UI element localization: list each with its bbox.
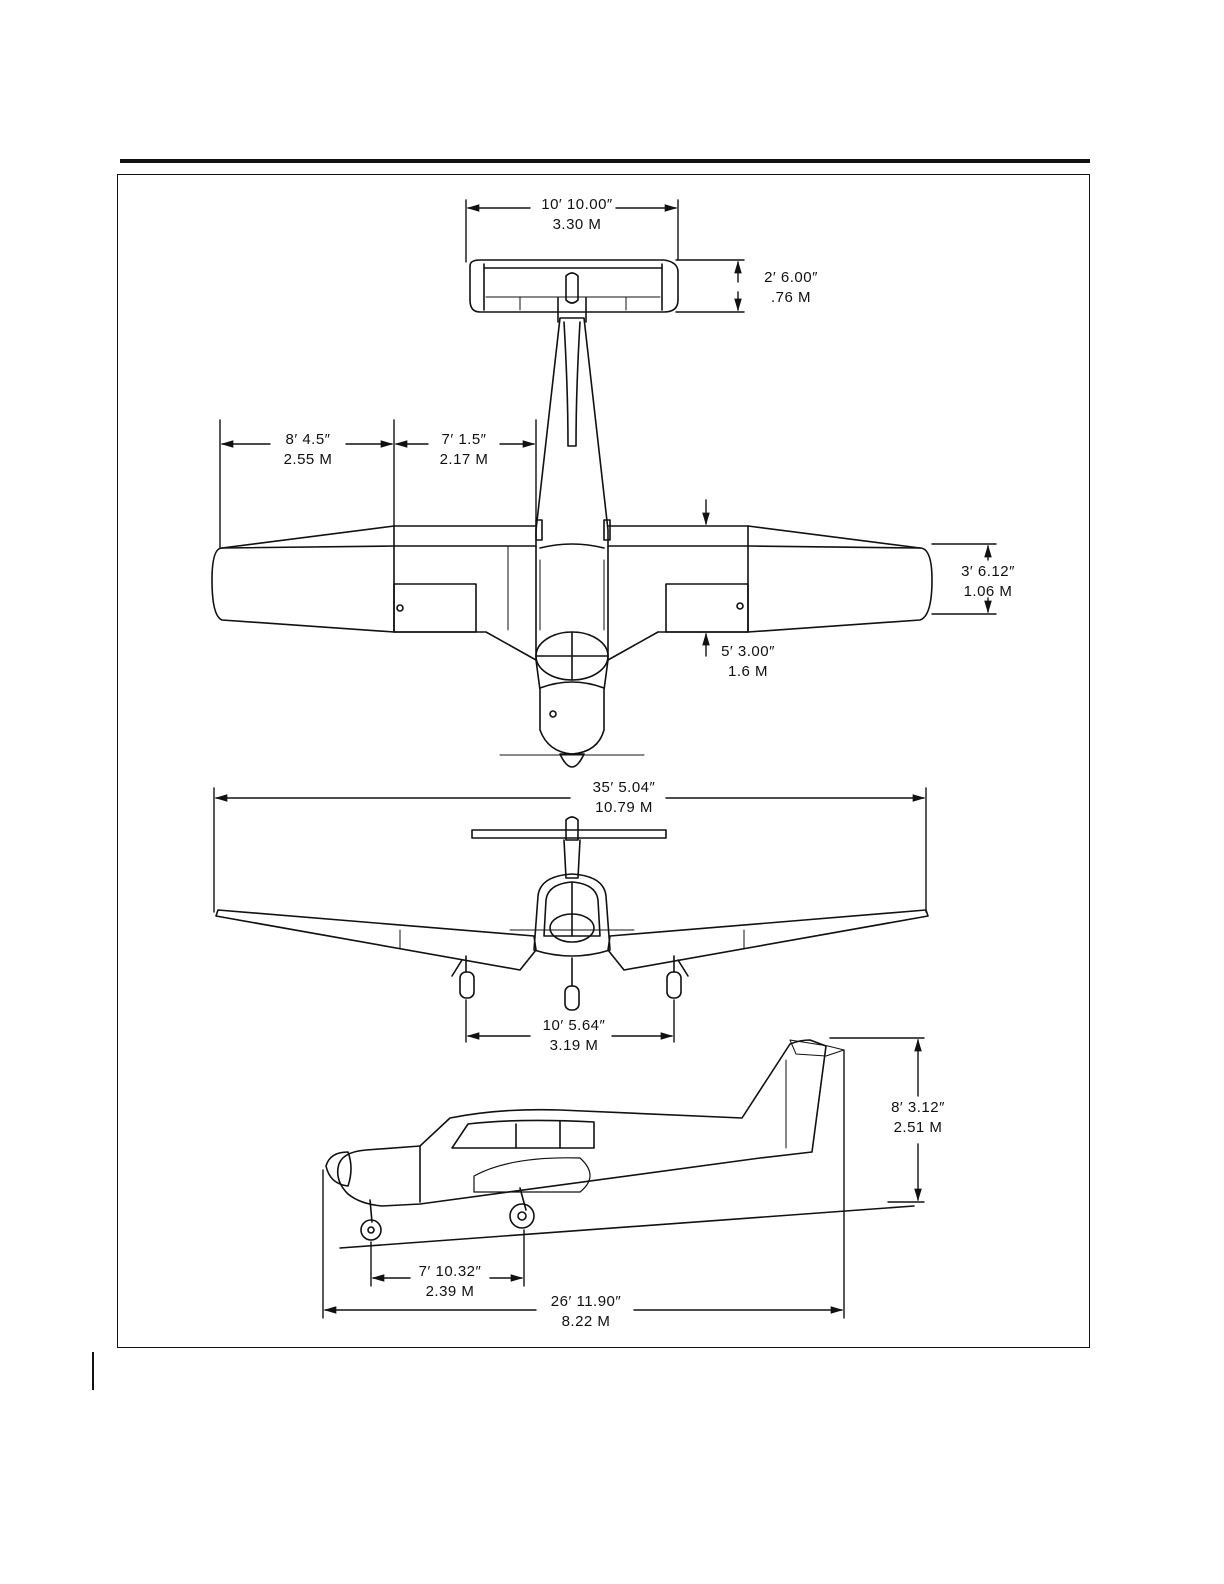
dim-metric: 2.55 M bbox=[262, 450, 354, 470]
dim-imperial: 35′ 5.04″ bbox=[568, 778, 680, 798]
dim-label-wheel-track: 10′ 5.64″ 3.19 M bbox=[526, 1016, 622, 1056]
dim-label-length: 26′ 11.90″ 8.22 M bbox=[534, 1292, 638, 1332]
dim-metric: 2.39 M bbox=[402, 1282, 498, 1302]
dim-label-wheelbase: 7′ 10.32″ 2.39 M bbox=[402, 1262, 498, 1302]
dim-metric: 3.19 M bbox=[526, 1036, 622, 1056]
front-view bbox=[216, 817, 928, 1010]
top-view-right-wing bbox=[608, 526, 932, 660]
dim-imperial: 10′ 10.00″ bbox=[522, 195, 632, 215]
dim-metric: 3.30 M bbox=[522, 215, 632, 235]
dim-metric: 1.6 M bbox=[706, 662, 790, 682]
side-view bbox=[326, 1040, 914, 1248]
dim-metric: 1.06 M bbox=[944, 582, 1032, 602]
dim-label-height: 8′ 3.12″ 2.51 M bbox=[874, 1098, 962, 1138]
dim-imperial: 5′ 3.00″ bbox=[706, 642, 790, 662]
dim-metric: .76 M bbox=[746, 288, 836, 308]
dimension-lines bbox=[214, 200, 996, 1318]
dim-label-wingspan: 35′ 5.04″ 10.79 M bbox=[568, 778, 680, 818]
top-view bbox=[212, 260, 932, 767]
dim-imperial: 26′ 11.90″ bbox=[534, 1292, 638, 1312]
dim-label-htail-chord: 2′ 6.00″ .76 M bbox=[746, 268, 836, 308]
dim-metric: 10.79 M bbox=[568, 798, 680, 818]
dim-imperial: 10′ 5.64″ bbox=[526, 1016, 622, 1036]
top-view-fuselage bbox=[500, 318, 644, 767]
dim-metric: 2.17 M bbox=[420, 450, 508, 470]
dim-imperial: 8′ 3.12″ bbox=[874, 1098, 962, 1118]
dim-imperial: 3′ 6.12″ bbox=[944, 562, 1032, 582]
dim-imperial: 2′ 6.00″ bbox=[746, 268, 836, 288]
dim-label-tip-chord: 3′ 6.12″ 1.06 M bbox=[944, 562, 1032, 602]
dim-imperial: 7′ 1.5″ bbox=[420, 430, 508, 450]
dim-metric: 8.22 M bbox=[534, 1312, 638, 1332]
dim-label-root-chord: 5′ 3.00″ 1.6 M bbox=[706, 642, 790, 682]
dim-imperial: 8′ 4.5″ bbox=[262, 430, 354, 450]
dim-label-inner-panel: 7′ 1.5″ 2.17 M bbox=[420, 430, 508, 470]
dim-label-outer-panel: 8′ 4.5″ 2.55 M bbox=[262, 430, 354, 470]
dim-metric: 2.51 M bbox=[874, 1118, 962, 1138]
dim-label-htail-span: 10′ 10.00″ 3.30 M bbox=[522, 195, 632, 235]
dim-imperial: 7′ 10.32″ bbox=[402, 1262, 498, 1282]
top-view-horizontal-tail bbox=[470, 260, 678, 322]
top-view-left-wing bbox=[212, 526, 536, 660]
